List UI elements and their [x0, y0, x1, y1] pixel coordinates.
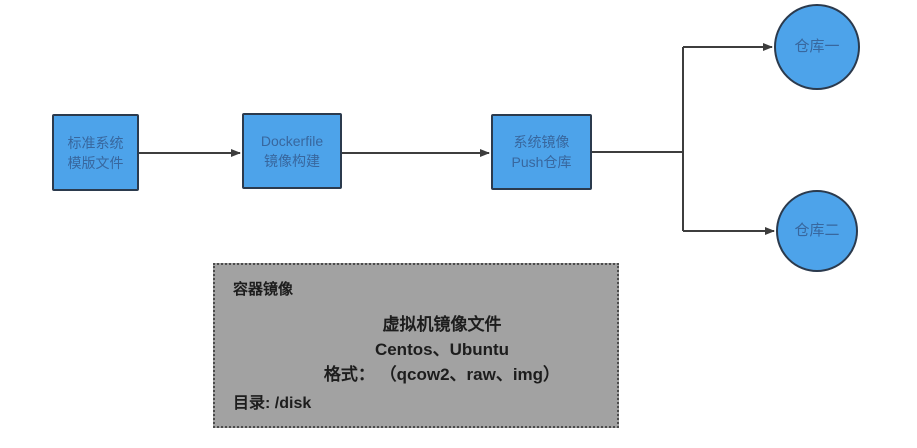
node-label: 仓库二	[794, 222, 840, 239]
note-line-formats: 格式： （qcow2、raw、img）	[323, 365, 561, 384]
node-repository-two: 仓库二	[776, 190, 858, 272]
node-label-line: 镜像构建	[264, 153, 320, 169]
node-system-image-push: 系统镜像 Push仓库	[491, 114, 592, 190]
node-label-line: Dockerfile	[260, 133, 324, 149]
node-repository-one: 仓库一	[774, 4, 860, 90]
container-image-note-box: 容器镜像 虚拟机镜像文件 Centos、Ubuntu 格式： （qcow2、ra…	[213, 263, 619, 428]
node-label-line: 模版文件	[67, 154, 124, 171]
node-dockerfile-build: Dockerfile 镜像构建	[242, 113, 342, 189]
node-standard-template-file: 标准系统 模版文件	[52, 114, 139, 191]
note-directory: 目录: /disk	[233, 395, 312, 412]
note-line-os-list: Centos、Ubuntu	[374, 340, 510, 359]
node-label-line: 系统镜像	[513, 134, 570, 150]
note-title: 容器镜像	[233, 281, 294, 298]
node-label: 仓库一	[794, 38, 840, 55]
note-center-block: 虚拟机镜像文件 Centos、Ubuntu 格式： （qcow2、raw、img…	[275, 312, 609, 387]
node-label-line: 标准系统	[67, 134, 124, 151]
note-line-vm-image: 虚拟机镜像文件	[382, 315, 502, 334]
node-label-line: Push仓库	[511, 154, 572, 170]
